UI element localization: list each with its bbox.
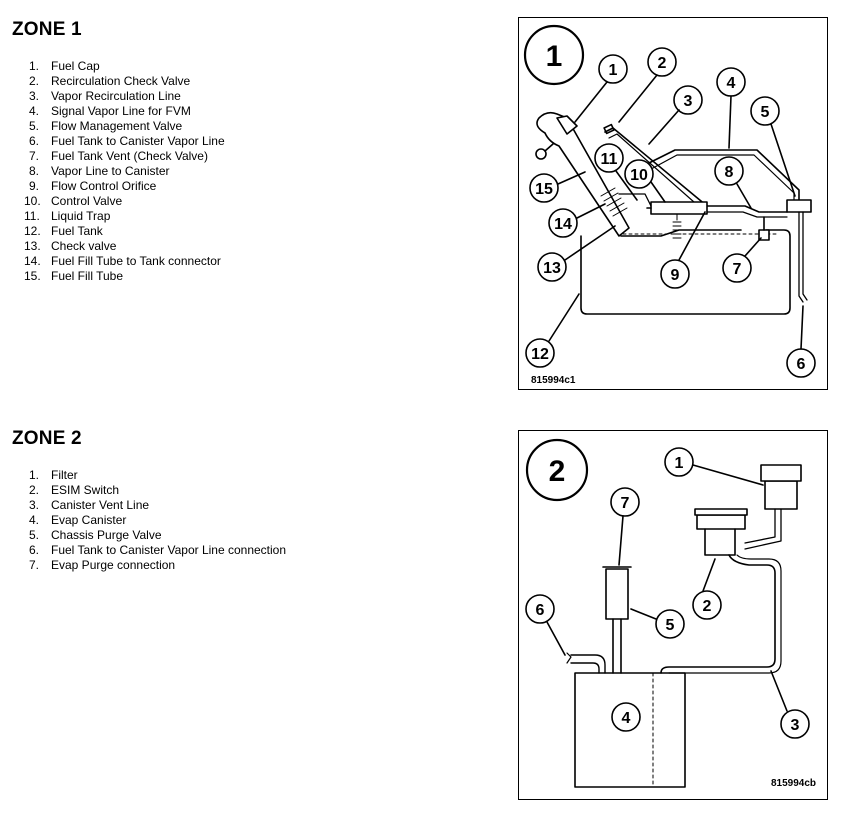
svg-text:13: 13 bbox=[543, 260, 561, 277]
signal-vapor-line bbox=[648, 149, 800, 201]
list-item: 5.Chassis Purge Valve bbox=[28, 528, 162, 542]
list-item: 13.Check valve bbox=[24, 239, 117, 253]
svg-text:6: 6 bbox=[797, 356, 806, 373]
list-item: 1.Filter bbox=[28, 468, 78, 482]
svg-text:14: 14 bbox=[554, 216, 572, 233]
list-item: 15.Fuel Fill Tube bbox=[24, 269, 124, 283]
evap-canister bbox=[574, 672, 686, 788]
filter bbox=[764, 480, 798, 510]
svg-text:2: 2 bbox=[658, 55, 667, 72]
zone-number-circle bbox=[523, 24, 585, 86]
zone2-diagram: 2 1 2 bbox=[518, 430, 828, 800]
list-item: 4.Evap Canister bbox=[28, 513, 127, 527]
control-valve bbox=[650, 201, 708, 215]
svg-text:6: 6 bbox=[536, 602, 545, 619]
figure-code: 815994c1 bbox=[531, 375, 576, 386]
list-item: 2.ESIM Switch bbox=[28, 483, 120, 497]
list-item: 3.Vapor Recirculation Line bbox=[28, 89, 181, 103]
svg-text:5: 5 bbox=[666, 617, 675, 634]
svg-text:15: 15 bbox=[535, 181, 553, 198]
svg-text:8: 8 bbox=[725, 164, 734, 181]
svg-text:1: 1 bbox=[609, 62, 618, 79]
list-item: 9.Flow Control Orifice bbox=[28, 179, 157, 193]
list-item: 14.Fuel Fill Tube to Tank connector bbox=[24, 254, 221, 268]
list-item: 11.Liquid Trap bbox=[24, 209, 111, 223]
fuel-tank-shape bbox=[580, 229, 791, 315]
list-item: 7.Fuel Tank Vent (Check Valve) bbox=[28, 149, 208, 163]
svg-text:3: 3 bbox=[684, 93, 693, 110]
svg-text:4: 4 bbox=[622, 710, 631, 727]
svg-text:11: 11 bbox=[601, 151, 618, 168]
flow-management-valve bbox=[786, 199, 812, 213]
esim-switch bbox=[696, 514, 746, 530]
list-item: 6.Fuel Tank to Canister Vapor Line conne… bbox=[28, 543, 287, 557]
svg-text:7: 7 bbox=[733, 261, 742, 278]
zone1-title: ZONE 1 bbox=[12, 19, 82, 40]
list-item: 6.Fuel Tank to Canister Vapor Line bbox=[28, 134, 225, 148]
svg-text:5: 5 bbox=[761, 104, 770, 121]
chassis-purge-valve bbox=[605, 568, 629, 620]
svg-text:12: 12 bbox=[531, 346, 549, 363]
figure-code: 815994cb bbox=[771, 778, 816, 789]
list-item: 3.Canister Vent Line bbox=[28, 498, 150, 512]
svg-text:9: 9 bbox=[671, 267, 680, 284]
list-item: 10.Control Valve bbox=[24, 194, 123, 208]
zone-number-circle bbox=[525, 438, 589, 502]
zone-number: 1 bbox=[546, 40, 563, 73]
zone1-diagram: 1 bbox=[518, 17, 828, 390]
zone2-parts-list: 1.Filter 2.ESIM Switch 3.Canister Vent L… bbox=[24, 468, 286, 573]
fuel-fill-tube-shape bbox=[536, 111, 630, 237]
svg-text:1: 1 bbox=[675, 455, 684, 472]
zone-number: 2 bbox=[549, 455, 566, 488]
svg-text:4: 4 bbox=[727, 75, 736, 92]
svg-text:3: 3 bbox=[791, 717, 800, 734]
list-item: 7.Evap Purge connection bbox=[28, 558, 176, 572]
svg-text:7: 7 bbox=[621, 495, 630, 512]
zone1-parts-list: 1.Fuel Cap 2.Recirculation Check Valve 3… bbox=[24, 59, 225, 284]
zone2-title: ZONE 2 bbox=[12, 428, 82, 449]
list-item: 12.Fuel Tank bbox=[24, 224, 103, 238]
list-item: 5.Flow Management Valve bbox=[28, 119, 183, 133]
svg-text:10: 10 bbox=[630, 167, 648, 184]
list-item: 8.Vapor Line to Canister bbox=[28, 164, 170, 178]
list-item: 2.Recirculation Check Valve bbox=[28, 74, 191, 88]
svg-text:2: 2 bbox=[703, 598, 712, 615]
list-item: 1.Fuel Cap bbox=[28, 59, 100, 73]
list-item: 4.Signal Vapor Line for FVM bbox=[28, 104, 191, 118]
